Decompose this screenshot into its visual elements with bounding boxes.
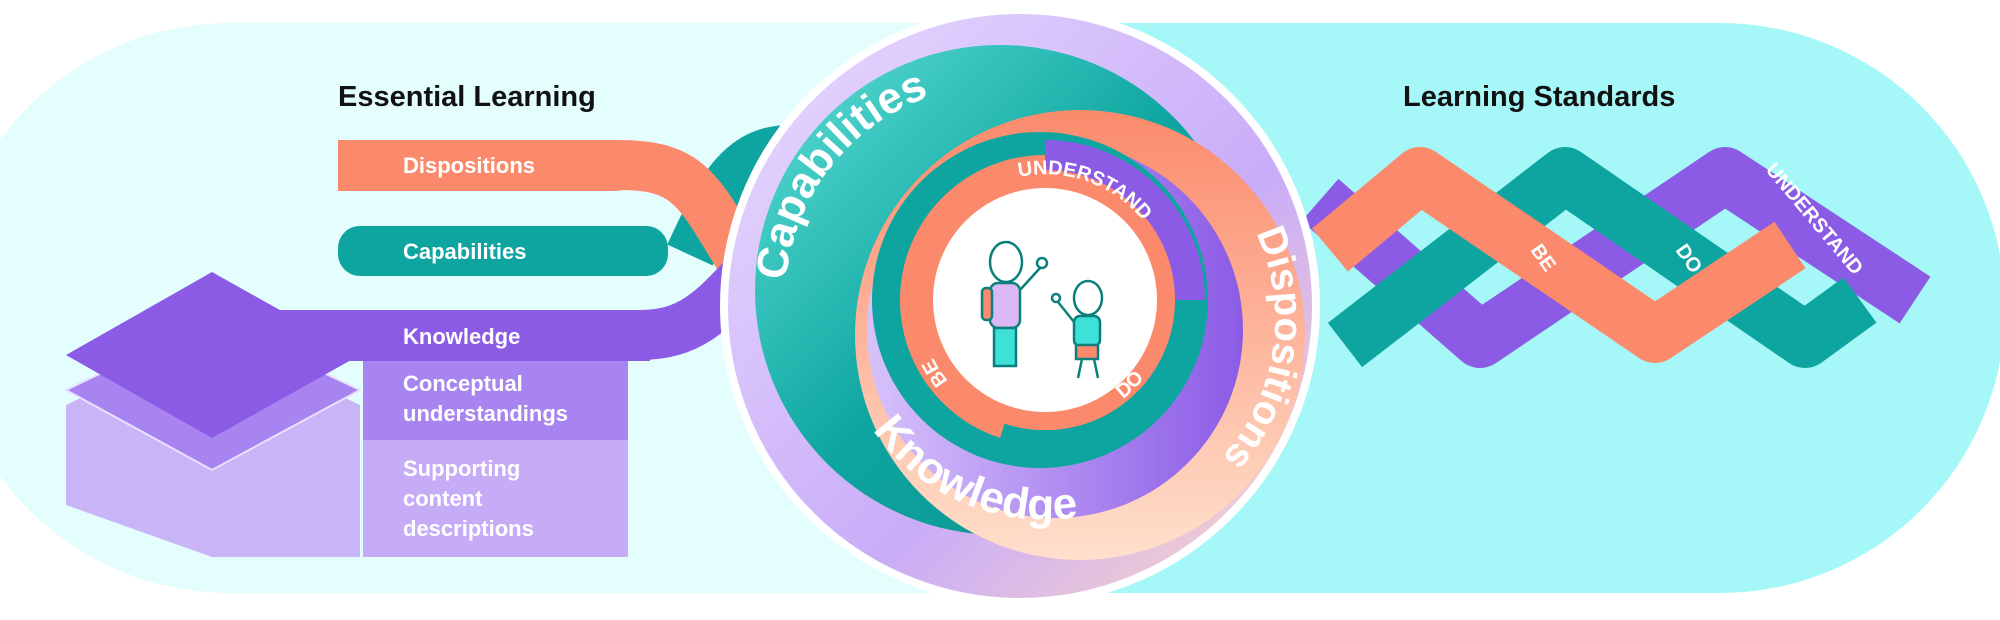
learning-standards-weave	[1301, 147, 1931, 368]
band-knowledge-label: Knowledge	[403, 324, 520, 349]
children-figures-icon	[980, 240, 1104, 379]
layer-label-line: Conceptual	[403, 371, 523, 396]
central-circle	[720, 6, 1320, 606]
layer-label-line: content	[403, 486, 483, 511]
layer-label-line: descriptions	[403, 516, 534, 541]
essential-learning-title: Essential Learning	[338, 81, 596, 113]
band-knowledge: Knowledge	[280, 310, 650, 361]
band-dispositions: Dispositions	[338, 140, 638, 191]
layer-label-line: Supporting	[403, 456, 520, 481]
layer-supporting-content-descriptions: Supporting content descriptions	[363, 440, 628, 557]
learning-standards-title: Learning Standards	[1403, 81, 1675, 113]
strand-be	[1312, 147, 1806, 363]
layer-label-line: understandings	[403, 401, 568, 426]
layer-conceptual-understandings: Conceptual understandings	[363, 361, 628, 440]
band-capabilities: Capabilities	[338, 226, 668, 276]
band-capabilities-label: Capabilities	[403, 239, 526, 264]
strand-do	[1327, 147, 1877, 368]
band-dispositions-label: Dispositions	[403, 153, 535, 178]
